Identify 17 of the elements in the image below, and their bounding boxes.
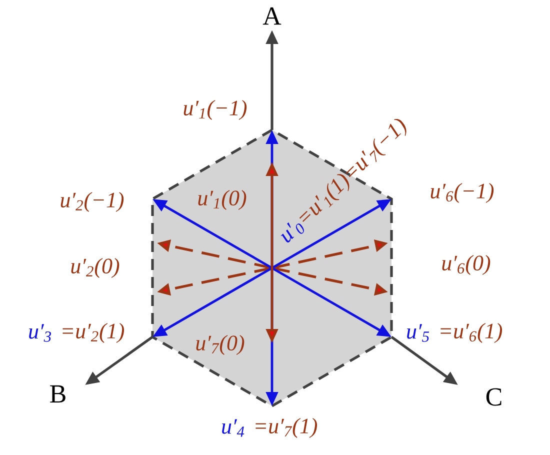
- vector-label: =u′$_{7}$(1): [256, 418, 318, 438]
- vector-label: =u′$_{6}$(1): [440, 323, 502, 343]
- vector-label: u′$_{0}$: [280, 222, 304, 242]
- vector-label: u′$_{5}$: [407, 324, 430, 342]
- vector-label: =u′$_{2}$(1): [62, 323, 124, 343]
- vector-label: u′$_{1}$(−1): [184, 100, 247, 120]
- vector-label: u′$_{6}$(0): [442, 255, 490, 275]
- axis-label: C: [486, 388, 502, 406]
- vector-label: u′$_{6}$(−1): [430, 183, 494, 203]
- axis-label: A: [262, 7, 282, 25]
- axis-label: B: [50, 385, 66, 403]
- vector-label: u′$_{2}$(0): [71, 258, 120, 278]
- vector-label: u′$_{1}$(0): [198, 190, 246, 210]
- vector-label: u′$_{7}$(0): [196, 335, 244, 355]
- vector-label: u′$_{4}$: [222, 419, 244, 437]
- vector-label: u′$_{3}$: [29, 324, 51, 342]
- vector-label: u′$_{2}$(−1): [60, 192, 124, 212]
